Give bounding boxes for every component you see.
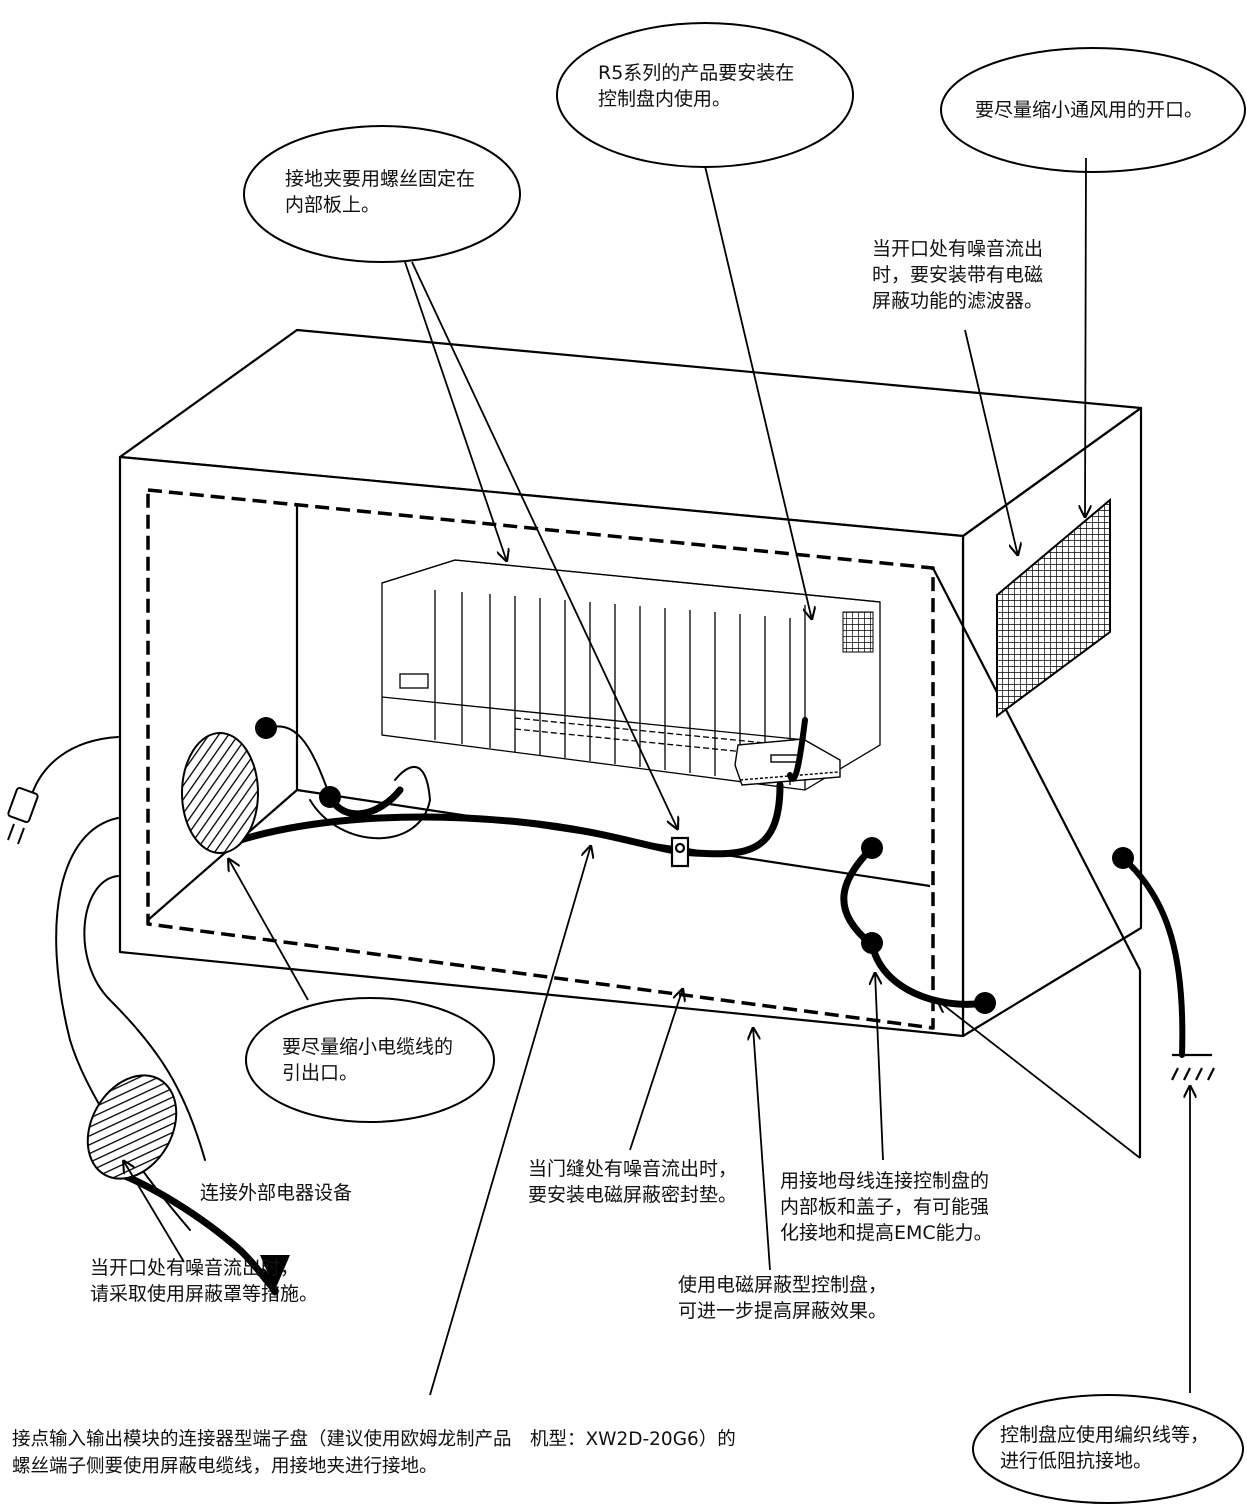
label-shield-cover: 当开口处有噪音流出时， 请采取使用屏蔽罩等措施。 (90, 1255, 318, 1307)
label-bus-bar: 用接地母线连接控制盘的 内部板和盖子，有可能强 化接地和提高EMC能力。 (780, 1168, 993, 1246)
label-ground-clip: 接地夹要用螺丝固定在 内部板上。 (285, 166, 475, 218)
label-filter: 当开口处有噪音流出 时，要安装带有电磁 屏蔽功能的滤波器。 (872, 236, 1043, 314)
ground-clip-icon (672, 838, 688, 866)
plug-icon (8, 787, 39, 844)
label-vent: 要尽量缩小通风用的开口。 (975, 97, 1203, 123)
label-braided: 控制盘应使用编织线等， 进行低阻抗接地。 (1000, 1422, 1209, 1474)
label-door-gasket: 当门缝处有噪音流出时， 要安装电磁屏蔽密封垫。 (528, 1156, 737, 1208)
label-r5-install: R5系列的产品要安装在 控制盘内使用。 (598, 60, 794, 112)
vent-mesh-icon (997, 500, 1110, 716)
cabinet-side (963, 408, 1141, 1036)
label-external: 连接外部电器设备 (200, 1180, 352, 1206)
label-terminal: 接点输入输出模块的连接器型端子盘（建议使用欧姆龙制产品 机型：XW2D-20G6… (12, 1426, 736, 1480)
label-cable-hole: 要尽量缩小电缆线的 引出口。 (282, 1034, 453, 1086)
ground-symbol-icon (1172, 1055, 1214, 1080)
label-shielded-panel: 使用电磁屏蔽型控制盘， 可进一步提高屏蔽效果。 (678, 1272, 887, 1324)
cable-hole-icon (182, 733, 258, 853)
